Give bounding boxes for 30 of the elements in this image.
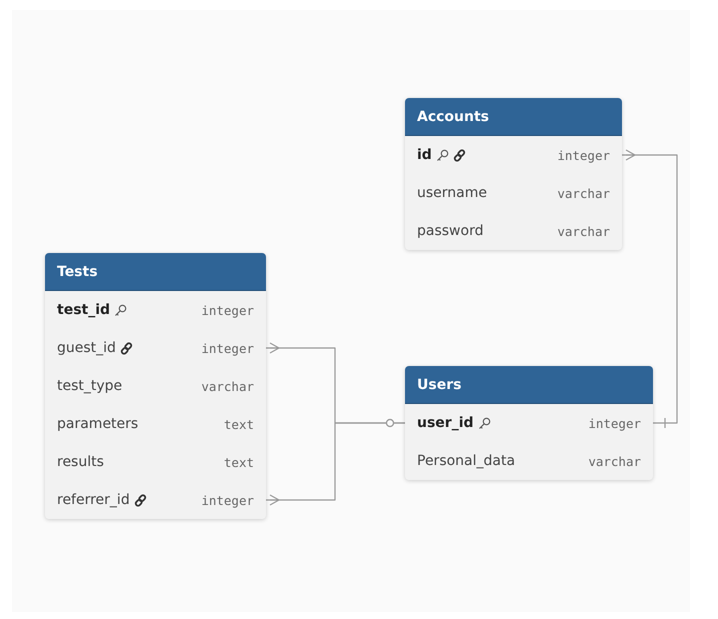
table-header: Accounts: [405, 98, 622, 136]
column-name: test_id: [57, 302, 110, 318]
relationship-line: [622, 149, 678, 429]
column-type: varchar: [588, 454, 641, 468]
column-name: id: [417, 147, 432, 163]
column-type: varchar: [557, 224, 610, 238]
column-type: integer: [201, 302, 254, 318]
column-type: integer: [588, 416, 641, 430]
column-type: integer: [557, 148, 610, 162]
table-header: Users: [405, 366, 653, 404]
column-name: username: [417, 185, 487, 201]
column-name: parameters: [57, 416, 138, 432]
column-type: varchar: [201, 378, 254, 394]
entity-table: [45, 253, 266, 519]
column-type: varchar: [557, 186, 610, 200]
entity-table: [405, 366, 653, 480]
column-name: user_id: [417, 415, 474, 431]
entity-table: [405, 98, 622, 250]
column-name: Personal_data: [417, 453, 516, 469]
column-name: referrer_id: [57, 492, 130, 508]
column-name: password: [417, 223, 484, 239]
column-name: results: [57, 454, 104, 470]
column-type: text: [224, 454, 254, 470]
column-name: test_type: [57, 378, 122, 394]
table-header: Tests: [45, 253, 266, 291]
relationship-line: [266, 418, 405, 506]
column-name: guest_id: [57, 340, 116, 356]
column-type: integer: [201, 492, 254, 508]
column-type: text: [224, 416, 254, 432]
column-type: integer: [201, 340, 254, 356]
